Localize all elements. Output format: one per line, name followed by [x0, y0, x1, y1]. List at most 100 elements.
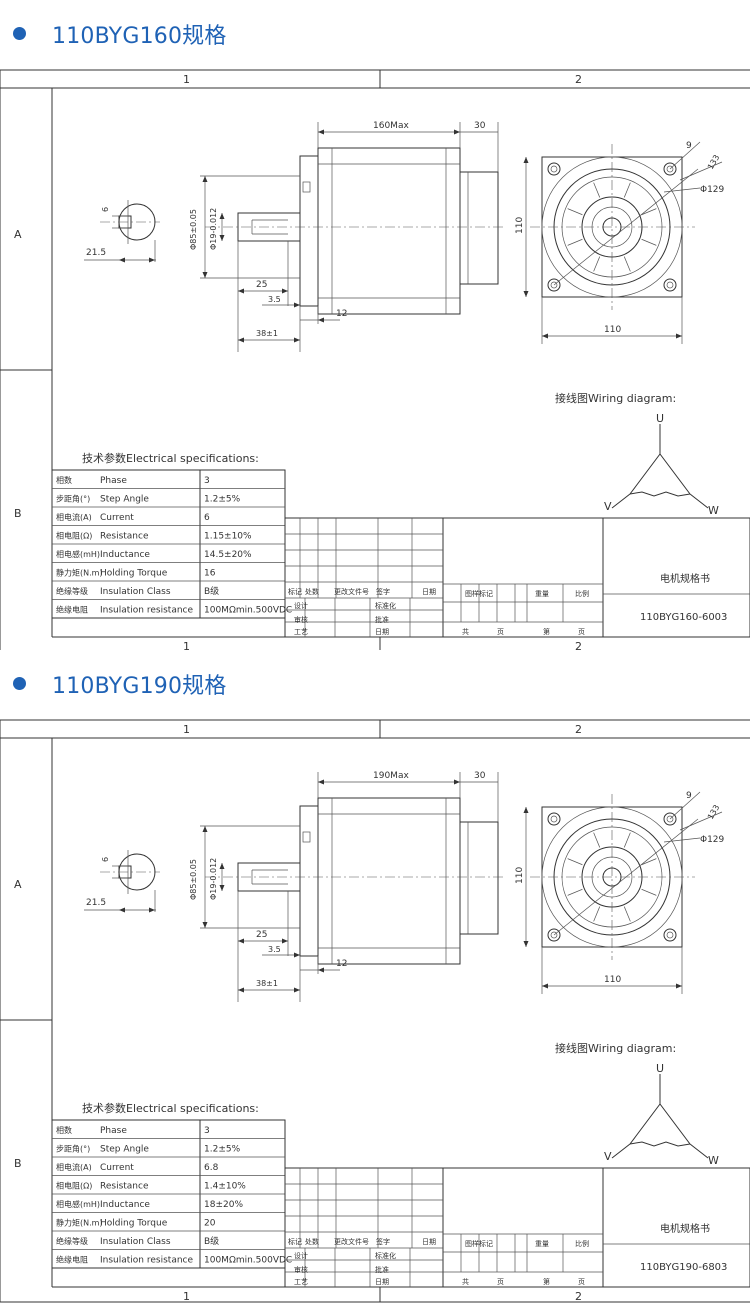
dimension-arrow — [202, 176, 208, 182]
spec-value: B级 — [204, 585, 219, 597]
dim-width-110-label: 110 — [604, 975, 621, 985]
front-rib — [593, 832, 601, 848]
dimension-arrow — [202, 922, 208, 928]
mounting-hole — [663, 812, 677, 826]
spec-value: 3 — [204, 1126, 210, 1136]
dim-35-label: 3.5 — [268, 295, 281, 304]
title-block-sheet: 第 — [543, 1277, 550, 1286]
section-title: 110BYG160规格 — [52, 24, 227, 49]
title-block-weight: 重量 — [535, 590, 549, 598]
title-block-process: 工艺 — [294, 1278, 308, 1286]
title-block-design: 设计 — [294, 1251, 308, 1260]
zone-label-col-1-bottom: 1 — [183, 1290, 190, 1303]
spec-name-cn: 相电阻(Ω) — [56, 531, 92, 541]
dimension-arrow — [149, 257, 155, 263]
title-block-page: 页 — [497, 628, 504, 636]
spec-name-en: Resistance — [100, 1182, 149, 1192]
zone-label-col-1: 1 — [183, 723, 190, 736]
title-block-header-cell: 签字 — [376, 1237, 390, 1246]
mounting-hole-inner — [550, 931, 558, 939]
spec-name-cn: 相电流(A) — [56, 1162, 92, 1172]
dimension-arrow — [294, 952, 300, 958]
front-rib — [623, 256, 631, 272]
spec-value: B级 — [204, 1235, 219, 1247]
title-block-page: 页 — [497, 1278, 504, 1286]
spec-name-cn: 静力矩(N.m) — [56, 1218, 103, 1228]
mounting-hole — [547, 162, 561, 176]
motor-body — [317, 147, 461, 315]
spec-name-en: Current — [100, 513, 134, 523]
dim-keyway-label: 6 — [101, 207, 110, 212]
diagonal-leader — [553, 168, 699, 286]
zone-label-col-2-bottom: 2 — [575, 1290, 582, 1303]
dimension-arrow — [219, 885, 225, 891]
dimension-arrow — [219, 213, 225, 219]
front-rib — [593, 182, 601, 198]
wiring-label-w: W — [708, 1154, 719, 1167]
dimension-arrow — [202, 826, 208, 832]
front-rib — [623, 182, 631, 198]
title-block-design: 设计 — [294, 601, 308, 610]
zone-label-col-2-bottom: 2 — [575, 640, 582, 650]
mounting-hole — [663, 928, 677, 942]
spec-value: 1.2±5% — [204, 1145, 241, 1155]
spec-value: 100MΩmin.500VDC — [204, 1256, 292, 1266]
dim-12-label: 12 — [336, 309, 347, 319]
spec-name-cn: 绝缘等级 — [56, 1236, 88, 1246]
spec-value: 18±20% — [204, 1200, 243, 1210]
title-block-process: 工艺 — [294, 628, 308, 636]
spec-name-cn: 静力矩(N.m) — [56, 568, 103, 578]
spec-name-en: Phase — [100, 1126, 127, 1136]
dim-35-label: 3.5 — [268, 945, 281, 954]
zone-label-col-2: 2 — [575, 723, 582, 736]
title-block: 标记处数更改文件号签字日期设计标准化审核批准工艺日期图样标记重量比例共页第页电机… — [284, 517, 750, 638]
coil-vw — [629, 491, 691, 497]
dim-133-label: 133 — [706, 803, 721, 821]
spec-value: 6 — [204, 513, 210, 523]
title-block-header-cell: 标记 — [288, 587, 302, 596]
wiring-label-w: W — [708, 504, 719, 517]
front-rib — [567, 888, 583, 896]
spec-value: 14.5±20% — [204, 550, 252, 560]
dimension-arrow — [282, 288, 288, 294]
zone-label-row-a: A — [14, 228, 22, 241]
title-block-check: 审核 — [294, 1265, 308, 1274]
title-block-drawing-mark: 图样标记 — [465, 589, 493, 598]
dim-width-110-label: 110 — [604, 325, 621, 335]
front-rib — [641, 238, 657, 246]
spec-value: 1.15±10% — [204, 532, 252, 542]
title-block-page: 页 — [578, 1278, 585, 1286]
leader-133 — [679, 811, 723, 831]
spec-name-cn: 相电感(mH) — [56, 549, 100, 559]
wiring-label-v: V — [604, 500, 612, 513]
dimension-arrow — [238, 288, 244, 294]
coil-uv — [629, 453, 661, 495]
title-block-header-cell: 处数 — [305, 1237, 319, 1246]
dimension-arrow — [318, 779, 324, 785]
dim-length-label: 190Max — [373, 771, 409, 781]
section-title: 110BYG190规格 — [52, 674, 227, 699]
spec-value: 1.2±5% — [204, 495, 241, 505]
coil-uv — [629, 1103, 661, 1145]
wiring-v-lead — [611, 493, 631, 509]
title-block-header-cell: 更改文件号 — [334, 1237, 369, 1246]
title-block-sheet: 第 — [543, 627, 550, 636]
spec-value: 100MΩmin.500VDC — [204, 606, 292, 616]
leader-129 — [663, 187, 701, 193]
dimension-arrow — [238, 987, 244, 993]
front-rib — [641, 888, 657, 896]
leader-133 — [679, 161, 723, 181]
spec-name-en: Resistance — [100, 532, 149, 542]
coil-uw — [659, 1103, 691, 1145]
front-rib — [567, 208, 583, 216]
title-block-page: 页 — [578, 628, 585, 636]
dim-133-label: 133 — [706, 153, 721, 171]
mounting-hole-inner — [666, 281, 674, 289]
dim-height-110-label: 110 — [515, 217, 525, 234]
dim-129-label: Φ129 — [700, 185, 725, 195]
title-block-drawing-mark: 图样标记 — [465, 1239, 493, 1248]
